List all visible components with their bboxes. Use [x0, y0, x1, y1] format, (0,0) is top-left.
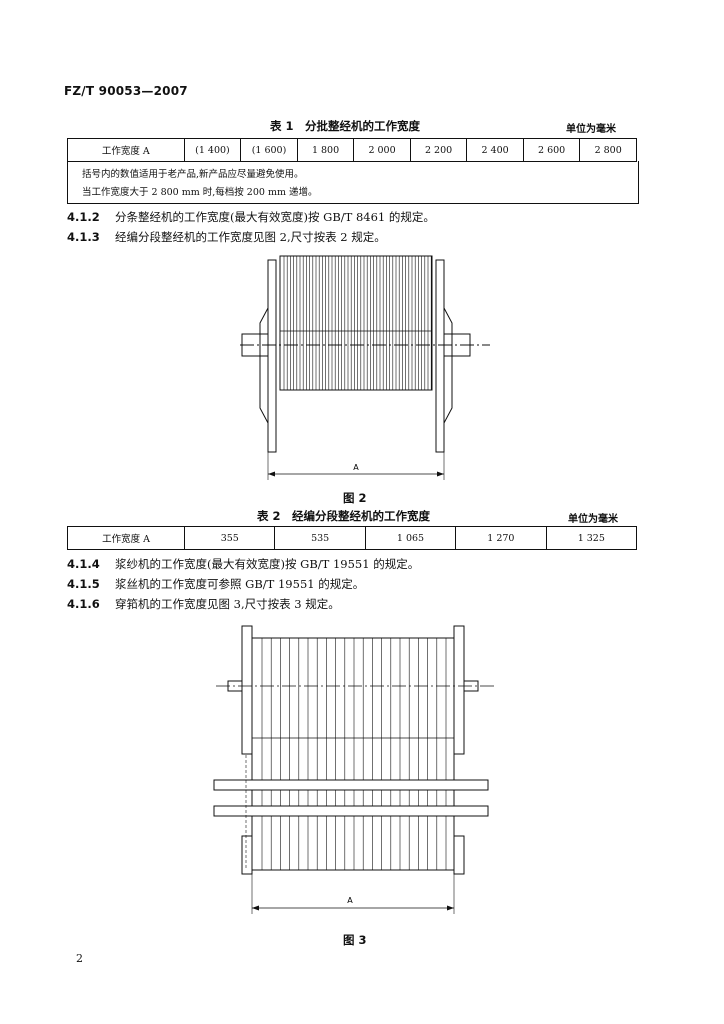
table1-row: 工作宽度 A (1 400) (1 600) 1 800 2 000 2 200…: [67, 138, 637, 162]
figure2-caption: 图 2: [343, 491, 367, 505]
table1-cell: 1 800: [296, 138, 355, 162]
table1-caption: 表 1 分批整经机的工作宽度: [270, 119, 421, 133]
table2-row: 工作宽度 A 355 535 1 065 1 270 1 325: [66, 526, 638, 550]
table2-cell: 355: [184, 526, 276, 550]
table2-cell: 1 065: [364, 526, 457, 550]
page-number: 2: [76, 952, 83, 965]
table2-cell: 1 325: [545, 526, 638, 550]
clause-4-1-2: 4.1.2 分条整经机的工作宽度(最大有效宽度)按 GB/T 8461 的规定。: [67, 209, 435, 225]
table1-cell: 2 400: [466, 138, 524, 162]
figure3-caption: 图 3: [343, 933, 367, 947]
clause-4-1-6: 4.1.6 穿筘机的工作宽度见图 3,尺寸按表 3 规定。: [67, 596, 340, 612]
table2-caption: 表 2 经编分段整经机的工作宽度: [257, 509, 431, 523]
clause-text: 分条整经机的工作宽度(最大有效宽度)按 GB/T 8461 的规定。: [115, 210, 435, 224]
table1-note: 当工作宽度大于 2 800 mm 时,每档按 200 mm 递增。: [82, 187, 318, 198]
clause-text: 浆丝机的工作宽度可参照 GB/T 19551 的规定。: [115, 577, 365, 591]
table1-cell: 2 000: [353, 138, 411, 162]
table1: 工作宽度 A (1 400) (1 600) 1 800 2 000 2 200…: [67, 138, 637, 162]
clause-number: 4.1.2: [67, 210, 100, 224]
clause-4-1-3: 4.1.3 经编分段整经机的工作宽度见图 2,尺寸按表 2 规定。: [67, 229, 386, 245]
clause-number: 4.1.5: [67, 577, 100, 591]
figure3-dimension-label: A: [347, 896, 353, 905]
document-code: FZ/T 90053—2007: [64, 84, 188, 98]
figure2-dimension-label: A: [353, 463, 359, 472]
clause-4-1-5: 4.1.5 浆丝机的工作宽度可参照 GB/T 19551 的规定。: [67, 576, 364, 592]
figure3-drawing: A: [213, 625, 496, 914]
table2-label: 工作宽度 A: [66, 526, 186, 550]
table2-cell: 1 270: [455, 526, 547, 550]
table2-unit: 单位为毫米: [568, 514, 618, 525]
table1-cell: (1 600): [240, 138, 298, 162]
table2: 工作宽度 A 355 535 1 065 1 270 1 325: [66, 526, 638, 550]
table1-cell: (1 400): [183, 138, 242, 162]
clause-text: 经编分段整经机的工作宽度见图 2,尺寸按表 2 规定。: [115, 230, 386, 244]
clause-number: 4.1.6: [67, 597, 100, 611]
clause-4-1-4: 4.1.4 浆纱机的工作宽度(最大有效宽度)按 GB/T 19551 的规定。: [67, 556, 419, 572]
table1-notes: 括号内的数值适用于老产品,新产品应尽量避免使用。 当工作宽度大于 2 800 m…: [67, 161, 639, 204]
table1-unit: 单位为毫米: [566, 124, 616, 135]
clause-number: 4.1.3: [67, 230, 100, 244]
clause-text: 穿筘机的工作宽度见图 3,尺寸按表 3 规定。: [115, 597, 340, 611]
table1-cell: 2 600: [522, 138, 581, 162]
table2-cell: 535: [274, 526, 366, 550]
table1-note: 括号内的数值适用于老产品,新产品应尽量避免使用。: [82, 169, 304, 180]
table1-label: 工作宽度 A: [67, 138, 185, 162]
clause-text: 浆纱机的工作宽度(最大有效宽度)按 GB/T 19551 的规定。: [115, 557, 420, 571]
clause-number: 4.1.4: [67, 557, 100, 571]
figure2-drawing: A: [240, 255, 490, 480]
table1-cell: 2 200: [409, 138, 468, 162]
table1-cell: 2 800: [579, 138, 637, 162]
